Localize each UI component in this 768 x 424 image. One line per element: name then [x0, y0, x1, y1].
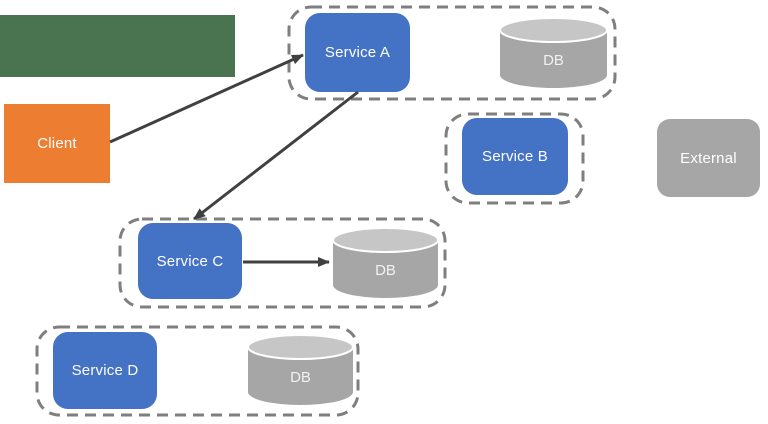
service-d-node: Service D [53, 332, 157, 409]
green-banner [0, 15, 235, 77]
database-label-d: DB [290, 368, 311, 386]
database-cylinder-d [247, 334, 354, 405]
database-label-a: DB [543, 51, 564, 69]
service-c-node: Service C [138, 223, 242, 299]
client-node: Client [4, 104, 110, 183]
database-cylinder-a [499, 17, 608, 88]
database-label-c: DB [375, 261, 396, 279]
service-b-node: Service B [462, 118, 568, 195]
database-cylinder-c [332, 227, 439, 298]
external-node: External [657, 119, 760, 197]
group-service-d-db [35, 325, 360, 417]
service-a-node: Service A [305, 13, 410, 92]
group-service-b [444, 112, 585, 205]
group-service-a-db [287, 5, 617, 101]
arrow-service-a-to-service-c [193, 90, 359, 221]
